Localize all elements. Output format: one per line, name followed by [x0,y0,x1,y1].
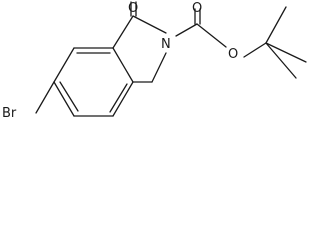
bond-n-c-ester [175,23,198,37]
bond-cq-me2 [265,42,307,63]
bond-lines [35,1,307,117]
atom-label-ester-oxygen: O [228,47,238,62]
bond-cq-me3 [265,42,297,79]
chemical-structure: O N O O Br [2,1,307,121]
bond-o-cq [243,42,267,58]
atom-label-carbonyl-oxygen: O [128,1,138,16]
bond-c5-c6 [112,47,134,83]
bond-c6-c7 [112,81,134,117]
atom-label-ester-carbonyl-oxygen: O [192,1,202,16]
bond-c1-n [132,15,167,34]
bond-c-br [35,81,55,114]
bond-c5-c1 [112,15,134,49]
bond-n-c3 [151,52,167,83]
bond-cq-me1 [265,6,287,44]
bond-c9-c4a [53,47,75,83]
atom-label-bromine: Br [2,106,17,121]
bond-c-ester-o-single [196,23,227,48]
atom-labels: O N O O Br [2,1,238,121]
bond-c7-c8-double [109,83,128,113]
bond-c8-c9 [53,81,75,117]
bond-c8-c9-double [59,81,79,112]
atom-label-ring-nitrogen: N [161,37,171,52]
